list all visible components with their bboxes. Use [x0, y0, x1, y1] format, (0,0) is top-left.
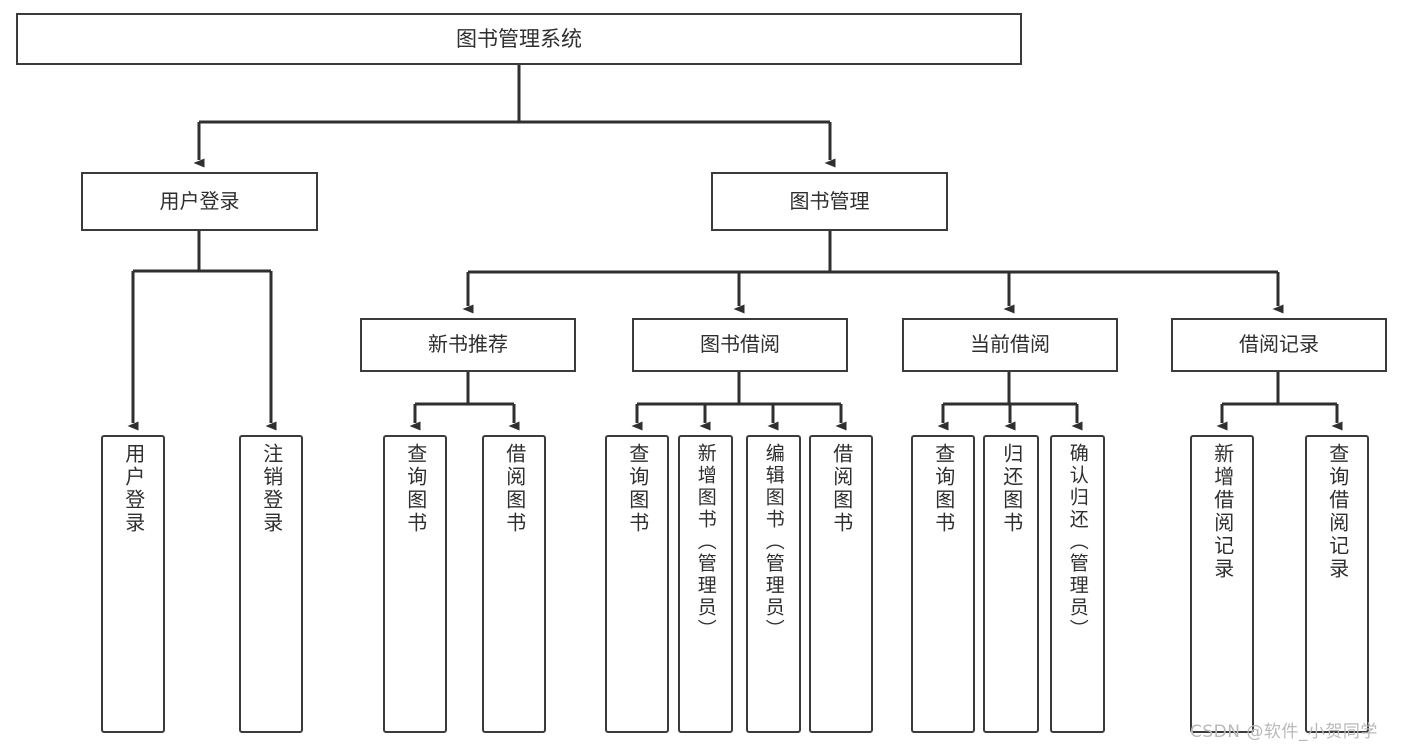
csdn-watermark: CSDN @软件_小贺同学: [1190, 722, 1378, 742]
node-label: 新增借阅记录: [1210, 443, 1235, 581]
node-label: 图书管理: [789, 188, 870, 213]
node-label: 借阅图书: [502, 443, 527, 535]
node-label: 确认归还（管理员）: [1066, 443, 1089, 641]
node-label: 借阅记录: [1239, 332, 1319, 357]
node-label: 查询图书: [403, 443, 428, 535]
leaf-logout-login[interactable]: 注销登录: [239, 435, 303, 733]
node-label: 图书管理系统: [456, 26, 582, 51]
node-user-login[interactable]: 用户登录: [81, 172, 318, 231]
leaf-query-book-borrow[interactable]: 查询图书: [605, 435, 669, 733]
node-new-book-recommend[interactable]: 新书推荐: [360, 318, 576, 372]
leaf-borrow-book-borrow[interactable]: 借阅图书: [809, 435, 873, 733]
node-label: 归还图书: [999, 443, 1024, 535]
node-label: 用户登录: [121, 443, 146, 535]
node-label: 用户登录: [159, 188, 240, 213]
leaf-edit-book-admin[interactable]: 编辑图书（管理员）: [746, 435, 801, 733]
node-label: 当前借阅: [970, 332, 1050, 357]
node-label: 借阅图书: [829, 443, 854, 535]
node-book-borrow[interactable]: 图书借阅: [632, 318, 848, 372]
node-book-management[interactable]: 图书管理: [711, 172, 948, 231]
node-label: 编辑图书（管理员）: [762, 443, 785, 641]
leaf-return-book[interactable]: 归还图书: [983, 435, 1039, 733]
node-label: 查询图书: [625, 443, 650, 535]
leaf-query-book-recommend[interactable]: 查询图书: [383, 435, 447, 733]
node-borrow-record[interactable]: 借阅记录: [1171, 318, 1387, 372]
leaf-user-login[interactable]: 用户登录: [101, 435, 165, 733]
node-label: 查询图书: [931, 443, 956, 535]
node-root-system[interactable]: 图书管理系统: [16, 13, 1022, 65]
leaf-query-book-current[interactable]: 查询图书: [911, 435, 975, 733]
node-label: 新书推荐: [428, 332, 508, 357]
leaf-query-borrow-record[interactable]: 查询借阅记录: [1305, 435, 1369, 733]
leaf-borrow-book-recommend[interactable]: 借阅图书: [482, 435, 546, 733]
leaf-add-borrow-record[interactable]: 新增借阅记录: [1190, 435, 1254, 733]
leaf-confirm-return-admin[interactable]: 确认归还（管理员）: [1050, 435, 1105, 733]
node-current-borrow[interactable]: 当前借阅: [902, 318, 1118, 372]
node-label: 图书借阅: [700, 332, 780, 357]
node-label: 注销登录: [259, 443, 284, 535]
node-label: 新增图书（管理员）: [694, 443, 717, 641]
node-label: 查询借阅记录: [1325, 443, 1350, 581]
leaf-add-book-admin[interactable]: 新增图书（管理员）: [678, 435, 733, 733]
